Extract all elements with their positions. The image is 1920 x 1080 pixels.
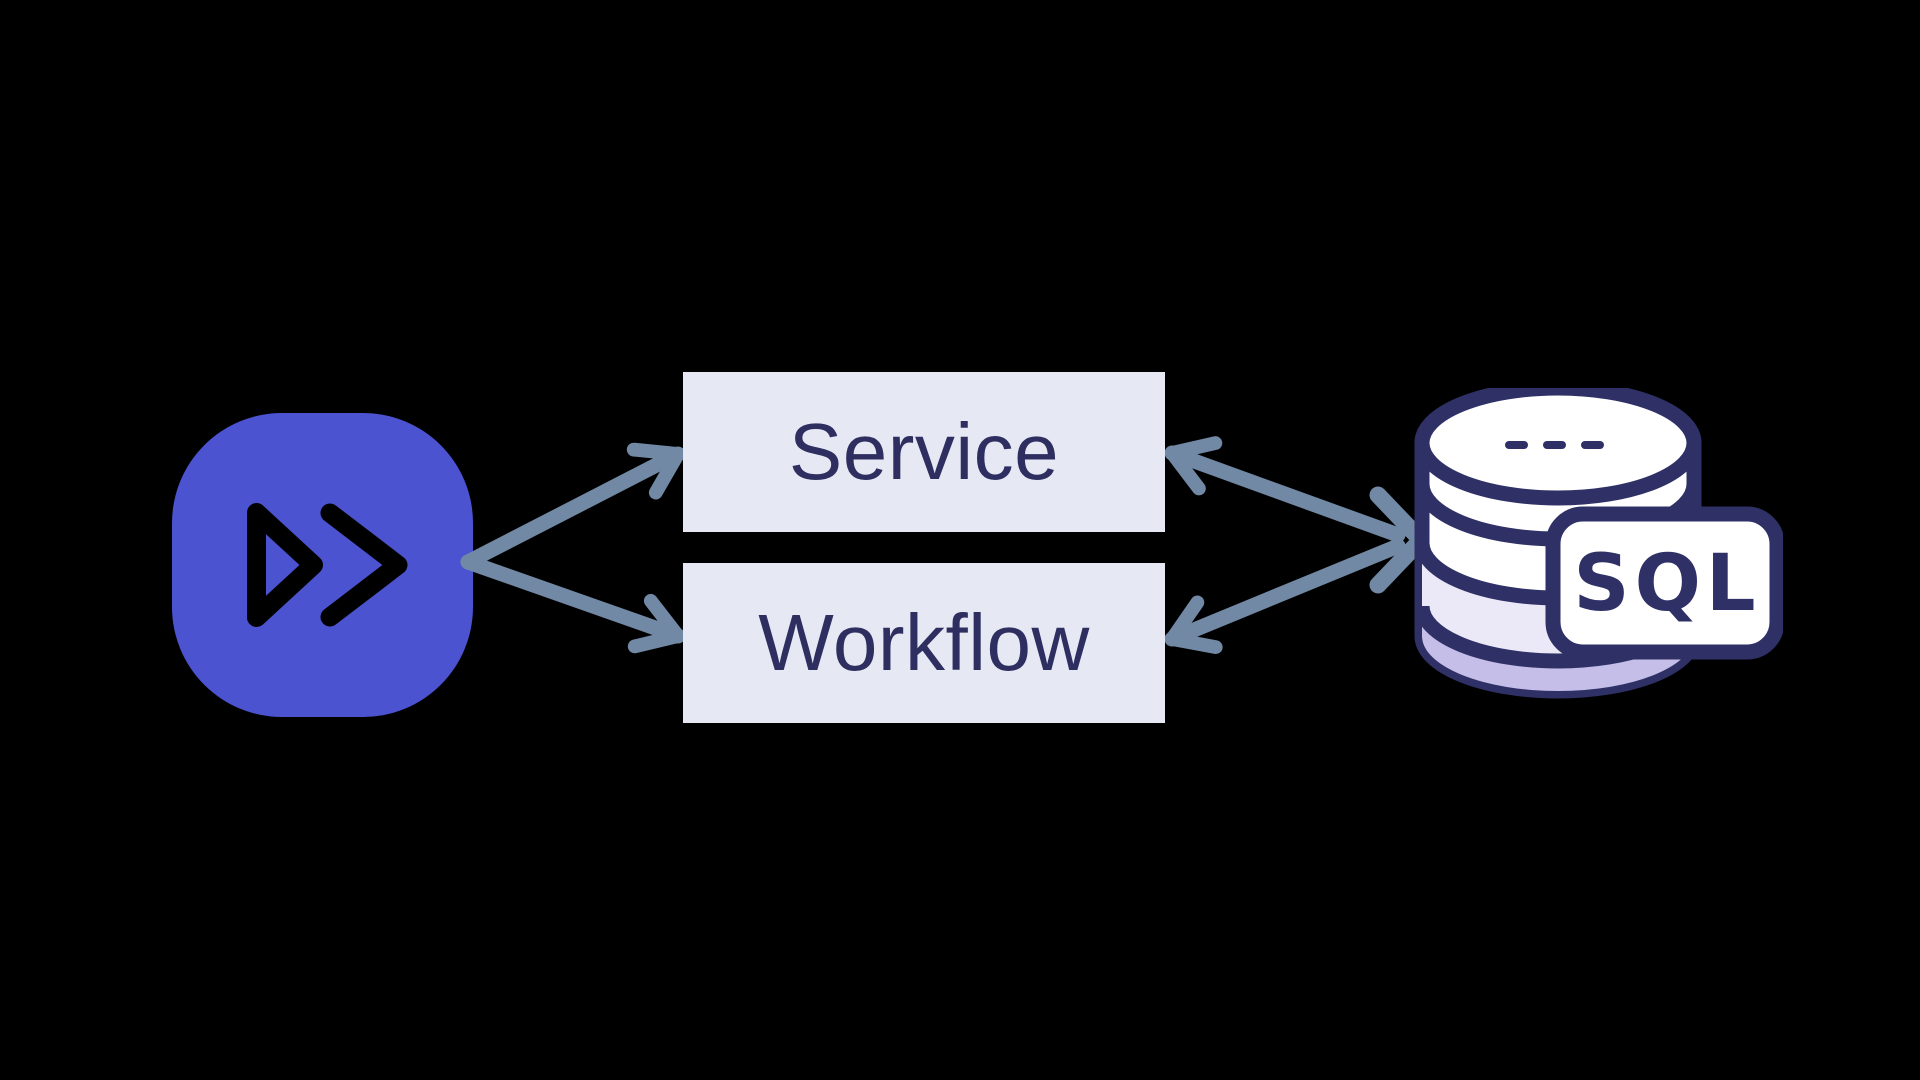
edge-service-database bbox=[1164, 436, 1406, 543]
edge-workflow-database bbox=[1164, 538, 1406, 655]
lid-dash-1 bbox=[1505, 441, 1528, 449]
service-label: Service bbox=[788, 407, 1060, 496]
edge-app-workflow bbox=[460, 554, 686, 654]
workflow-node: Workflow bbox=[683, 563, 1165, 723]
sql-badge-frame bbox=[1545, 506, 1783, 660]
service-node: Service bbox=[683, 372, 1165, 532]
app-logo-node bbox=[172, 413, 473, 717]
database-icon: SQL bbox=[1414, 388, 1783, 699]
lid-dash-3 bbox=[1581, 441, 1604, 449]
lid-dash-2 bbox=[1543, 441, 1566, 449]
fast-forward-chevron bbox=[320, 503, 408, 627]
fast-forward-triangle bbox=[247, 503, 323, 627]
database-band-dark bbox=[1422, 606, 1694, 691]
database-node: SQL bbox=[1413, 388, 1783, 710]
fast-forward-icon bbox=[247, 496, 415, 634]
sql-badge-label: SQL bbox=[1573, 539, 1760, 629]
workflow-label: Workflow bbox=[758, 598, 1090, 687]
edge-app-service bbox=[460, 442, 686, 570]
sql-badge: SQL bbox=[1545, 506, 1783, 660]
